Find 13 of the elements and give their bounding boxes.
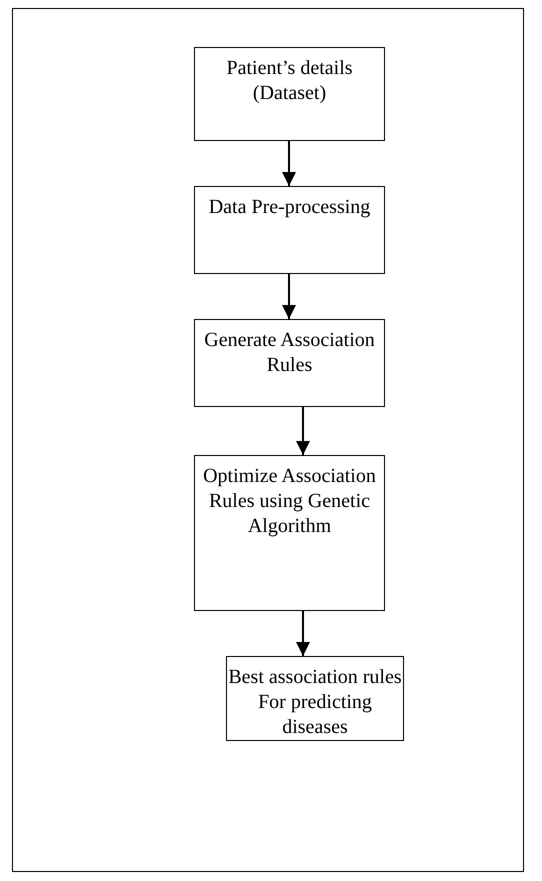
box-label: Generate Association Rules	[203, 328, 376, 378]
process-box	[194, 47, 385, 141]
process-box	[194, 319, 385, 407]
box-label: Data Pre-processing	[208, 195, 372, 220]
arrow	[282, 274, 296, 319]
box-label: Optimize Association Rules using Genetic Algorithm	[202, 464, 377, 539]
box-label: Patient’s details (Dataset)	[225, 56, 354, 106]
arrow	[282, 141, 296, 186]
process-box	[194, 186, 385, 274]
box-label: Best association rules For predicting diseases	[227, 665, 403, 740]
arrow	[296, 611, 310, 656]
arrow	[296, 407, 310, 455]
process-box	[194, 455, 385, 611]
